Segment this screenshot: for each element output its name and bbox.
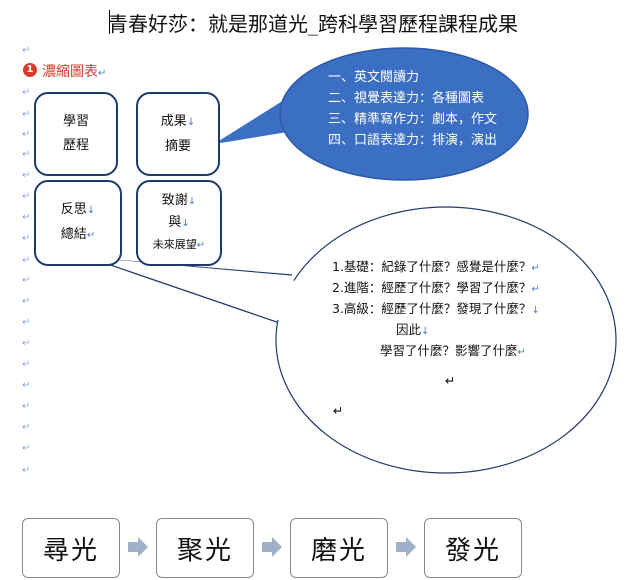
box-line: 與↓	[168, 215, 190, 230]
blue-callout-item: 二、視覺表達力：各種圖表	[328, 91, 485, 106]
white-callout-line: 因此↓	[396, 322, 430, 337]
paragraph-mark: ↵	[22, 465, 31, 476]
paragraph-mark: ↵	[22, 317, 31, 328]
flow-step-4: 發光	[424, 518, 522, 578]
paragraph-mark: ↵	[22, 129, 31, 140]
paragraph-mark: ↵	[22, 443, 31, 454]
white-callout-line: 1.基礎：紀錄了什麼？感覺是什麼？↵	[332, 259, 540, 274]
flow-arrow-icon	[262, 537, 282, 557]
box-line: 總結↵	[60, 227, 96, 242]
box-thanks: 致謝↓ 與↓ 未來展望↵	[136, 180, 222, 266]
box-line: 成果↓	[160, 113, 196, 129]
paragraph-mark: ↵	[22, 149, 31, 160]
blue-callout-pointer	[214, 90, 300, 144]
paragraph-mark: ↵	[22, 296, 31, 307]
blue-callout-bubble	[279, 47, 529, 181]
paragraph-mark: ↵	[445, 373, 456, 388]
paragraph-mark: ↵	[22, 380, 31, 391]
white-callout-line: 3.高級：經歷了什麼？發現了什麼？↓	[332, 301, 540, 316]
paragraph-mark: ↵	[22, 45, 31, 56]
paragraph-mark: ↵	[22, 109, 31, 120]
section-heading: 濃縮圖表↵	[42, 64, 107, 80]
flow-arrow-icon	[128, 537, 148, 557]
paragraph-mark: ↵	[22, 170, 31, 181]
paragraph-mark: ↵	[22, 359, 31, 370]
paragraph-mark: ↵	[22, 191, 31, 202]
white-callout-line: 學習了什麼？影響了什麼↵	[380, 343, 526, 358]
box-line: 歷程	[62, 138, 89, 153]
blue-callout-text: 一、英文閱讀力 二、視覺表達力：各種圖表 三、精準寫作力：劇本，作文 四、口語表…	[328, 67, 497, 151]
paragraph-mark: ↵	[22, 275, 31, 286]
box-reflection: 反思↓ 總結↵	[34, 180, 122, 266]
box-line: 反思↓	[60, 202, 96, 217]
flow-step-3: 磨光	[290, 518, 388, 578]
box-line: 未來展望↵	[152, 238, 206, 251]
box-learning-process: 學習 歷程	[34, 92, 118, 176]
page-title: 青春好莎：就是那道光_跨科學習歷程課程成果	[108, 12, 518, 36]
paragraph-mark: ↵	[333, 403, 344, 418]
paragraph-mark: ↵	[22, 338, 31, 349]
box-line: 學習	[62, 114, 89, 129]
blue-callout-item: 三、精準寫作力：劇本，作文	[328, 112, 498, 127]
box-results-summary: 成果↓ 摘要	[136, 92, 220, 176]
paragraph-mark: ↵	[22, 212, 31, 223]
flow-step-2: 聚光	[156, 518, 254, 578]
white-callout-pointer-fill	[95, 258, 302, 328]
blue-callout-item: 一、英文閱讀力	[328, 70, 420, 85]
white-callout-bubble	[275, 206, 617, 474]
box-line: 致謝↓	[161, 193, 197, 208]
paragraph-mark: ↵	[22, 233, 31, 244]
paragraph-mark: ↵	[22, 422, 31, 433]
white-callout-line: 2.進階：經歷了什麼？學習了什麼？↵	[332, 280, 540, 295]
box-line: 摘要	[164, 138, 191, 154]
section-number-badge: 1	[23, 63, 37, 77]
paragraph-mark: ↵	[22, 255, 31, 266]
text-cursor	[109, 10, 110, 34]
flow-arrow-icon	[396, 537, 416, 557]
paragraph-mark: ↵	[22, 401, 31, 412]
paragraph-mark: ↵	[22, 87, 31, 98]
flow-step-1: 尋光	[22, 518, 120, 578]
blue-callout-item: 四、口語表達力：排演，演出	[328, 133, 498, 148]
